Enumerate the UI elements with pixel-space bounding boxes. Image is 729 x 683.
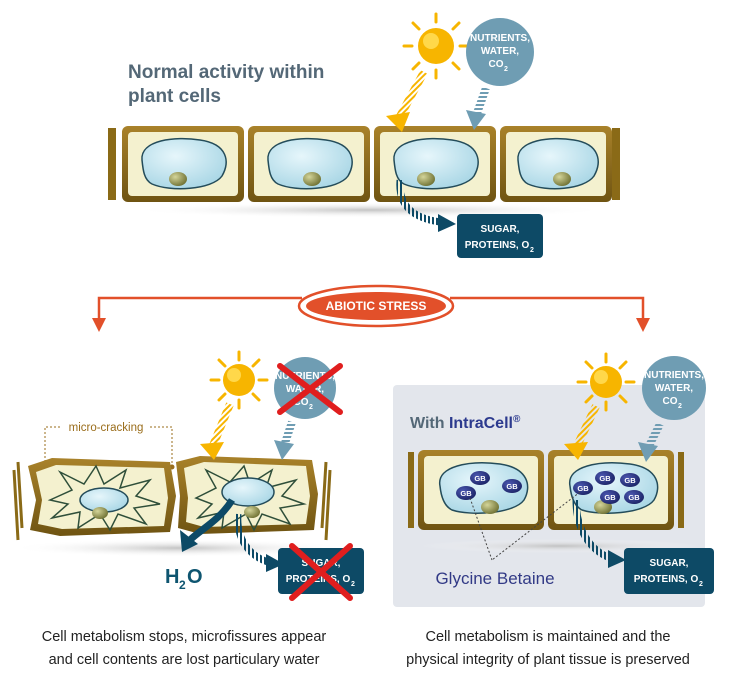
glycine-pointer-lines: [469, 491, 581, 561]
top-cell-row: [108, 126, 620, 202]
sunlight-arrow: [200, 402, 234, 460]
blocked-cross-icon: [289, 543, 353, 601]
sunlight-arrow: [386, 70, 428, 132]
nutrients-label: NUTRIENTS,: [470, 33, 530, 44]
gb-molecule: GB: [595, 471, 615, 485]
output-arrow: [396, 179, 456, 232]
protected-cell: [548, 450, 674, 530]
o2-subscript: 2: [530, 247, 534, 254]
sugar-label: SUGAR,: [481, 224, 520, 235]
cell-wall-edge-right: [612, 128, 620, 200]
svg-text:GB: GB: [604, 493, 616, 502]
svg-text:GB: GB: [460, 489, 472, 498]
with-intracell-heading: With IntraCell®: [410, 414, 521, 432]
intracell-brand: IntraCell: [449, 415, 513, 432]
co2-label: CO: [489, 59, 504, 70]
nutrients-input-icon: NUTRIENTS, WATER, CO 2: [466, 18, 534, 86]
plant-cell: [122, 126, 244, 202]
nutrients-label: NUTRIENTS,: [644, 370, 704, 381]
stress-badge: [306, 292, 446, 320]
water-label: WATER,: [481, 46, 519, 57]
svg-text:GB: GB: [506, 482, 518, 491]
sun-icon: [209, 350, 269, 410]
proteins-o2-label: PROTEINS, O: [634, 574, 699, 585]
output-arrow: [234, 513, 284, 572]
glycine-betaine-molecules: GB GB GB GB GB GB GB GB: [456, 471, 644, 504]
sun-icon: [576, 352, 636, 412]
proteins-o2-label: PROTEINS, O: [286, 574, 351, 585]
svg-text:GB: GB: [624, 476, 636, 485]
proteins-o2-label: PROTEINS, O: [465, 240, 530, 251]
output-box: SUGAR, PROTEINS, O 2: [457, 214, 543, 258]
h2o-h: H: [165, 566, 179, 588]
sunlight-arrow: [564, 404, 600, 460]
co2-subscript: 2: [678, 403, 682, 410]
co2-label: CO: [663, 396, 678, 407]
left-caption-line2: and cell contents are lost particulary w…: [49, 652, 320, 668]
with-intracell-text: With IntraCell®: [410, 414, 521, 432]
co2-label: CO: [294, 397, 309, 408]
gb-molecule: GB: [470, 471, 490, 485]
h2o-subscript: 2: [179, 578, 186, 592]
gb-molecule: GB: [456, 486, 476, 500]
glycine-betaine-label: Glycine Betaine: [435, 569, 554, 588]
stressed-cell: [28, 458, 176, 536]
o2-subscript: 2: [699, 581, 703, 588]
gb-molecule: GB: [573, 481, 593, 495]
svg-text:GB: GB: [577, 484, 589, 493]
svg-text:GB: GB: [474, 474, 486, 483]
plant-cell: [500, 126, 612, 202]
registered-mark: ®: [513, 414, 521, 425]
top-section: Normal activity within plant cells: [108, 12, 620, 258]
plant-cell: [374, 126, 496, 202]
cell-wall-edge-left: [108, 128, 116, 200]
top-title-line2: plant cells: [128, 86, 221, 107]
svg-text:GB: GB: [599, 474, 611, 483]
svg-text:GB: GB: [628, 493, 640, 502]
nutrients-label: NUTRIENTS,: [275, 371, 335, 382]
sugar-label: SUGAR,: [650, 558, 689, 569]
stress-label: ABIOTIC STRESS: [326, 299, 427, 313]
o2-subscript: 2: [351, 581, 355, 588]
protected-cell: [418, 450, 544, 530]
nutrients-arrow: [466, 86, 490, 130]
left-caption-line1: Cell metabolism stops, microfissures app…: [42, 629, 327, 645]
nutrients-arrow: [638, 422, 664, 462]
gb-molecule: GB: [620, 473, 640, 487]
output-box: SUGAR, PROTEINS, O 2: [624, 548, 714, 594]
micro-cracking-label: micro-cracking: [69, 422, 144, 434]
sugar-label: SUGAR,: [302, 558, 341, 569]
gb-molecule: GB: [502, 479, 522, 493]
nutrients-arrow: [274, 420, 296, 460]
left-cell-shadow: [10, 539, 350, 557]
abiotic-stress-branch: ABIOTIC STRESS: [92, 284, 650, 332]
plant-cell: [248, 126, 370, 202]
water-label: WATER,: [655, 383, 693, 394]
stressed-cell: [176, 456, 318, 534]
right-caption-line1: Cell metabolism is maintained and the: [425, 629, 670, 645]
water-loss-label: H 2 O: [165, 566, 203, 592]
co2-subscript: 2: [504, 66, 508, 73]
with-label: With: [410, 415, 449, 432]
top-title-line1: Normal activity within: [128, 62, 324, 83]
output-arrow: [572, 499, 626, 568]
left-section: micro-cracking: [10, 350, 364, 668]
water-loss-arrow: [180, 498, 236, 552]
nutrients-input-icon: NUTRIENTS, WATER, CO 2: [642, 356, 706, 420]
h2o-o: O: [187, 566, 203, 588]
gb-molecule: GB: [600, 490, 620, 504]
blocked-cross-icon: [277, 363, 343, 415]
gb-molecule: GB: [624, 490, 644, 504]
sun-icon: [402, 12, 470, 80]
left-cell-row: [12, 456, 332, 541]
right-caption-line2: physical integrity of plant tissue is pr…: [406, 652, 690, 668]
co2-subscript: 2: [309, 404, 313, 411]
right-section: With IntraCell® GB GB GB: [393, 352, 714, 668]
